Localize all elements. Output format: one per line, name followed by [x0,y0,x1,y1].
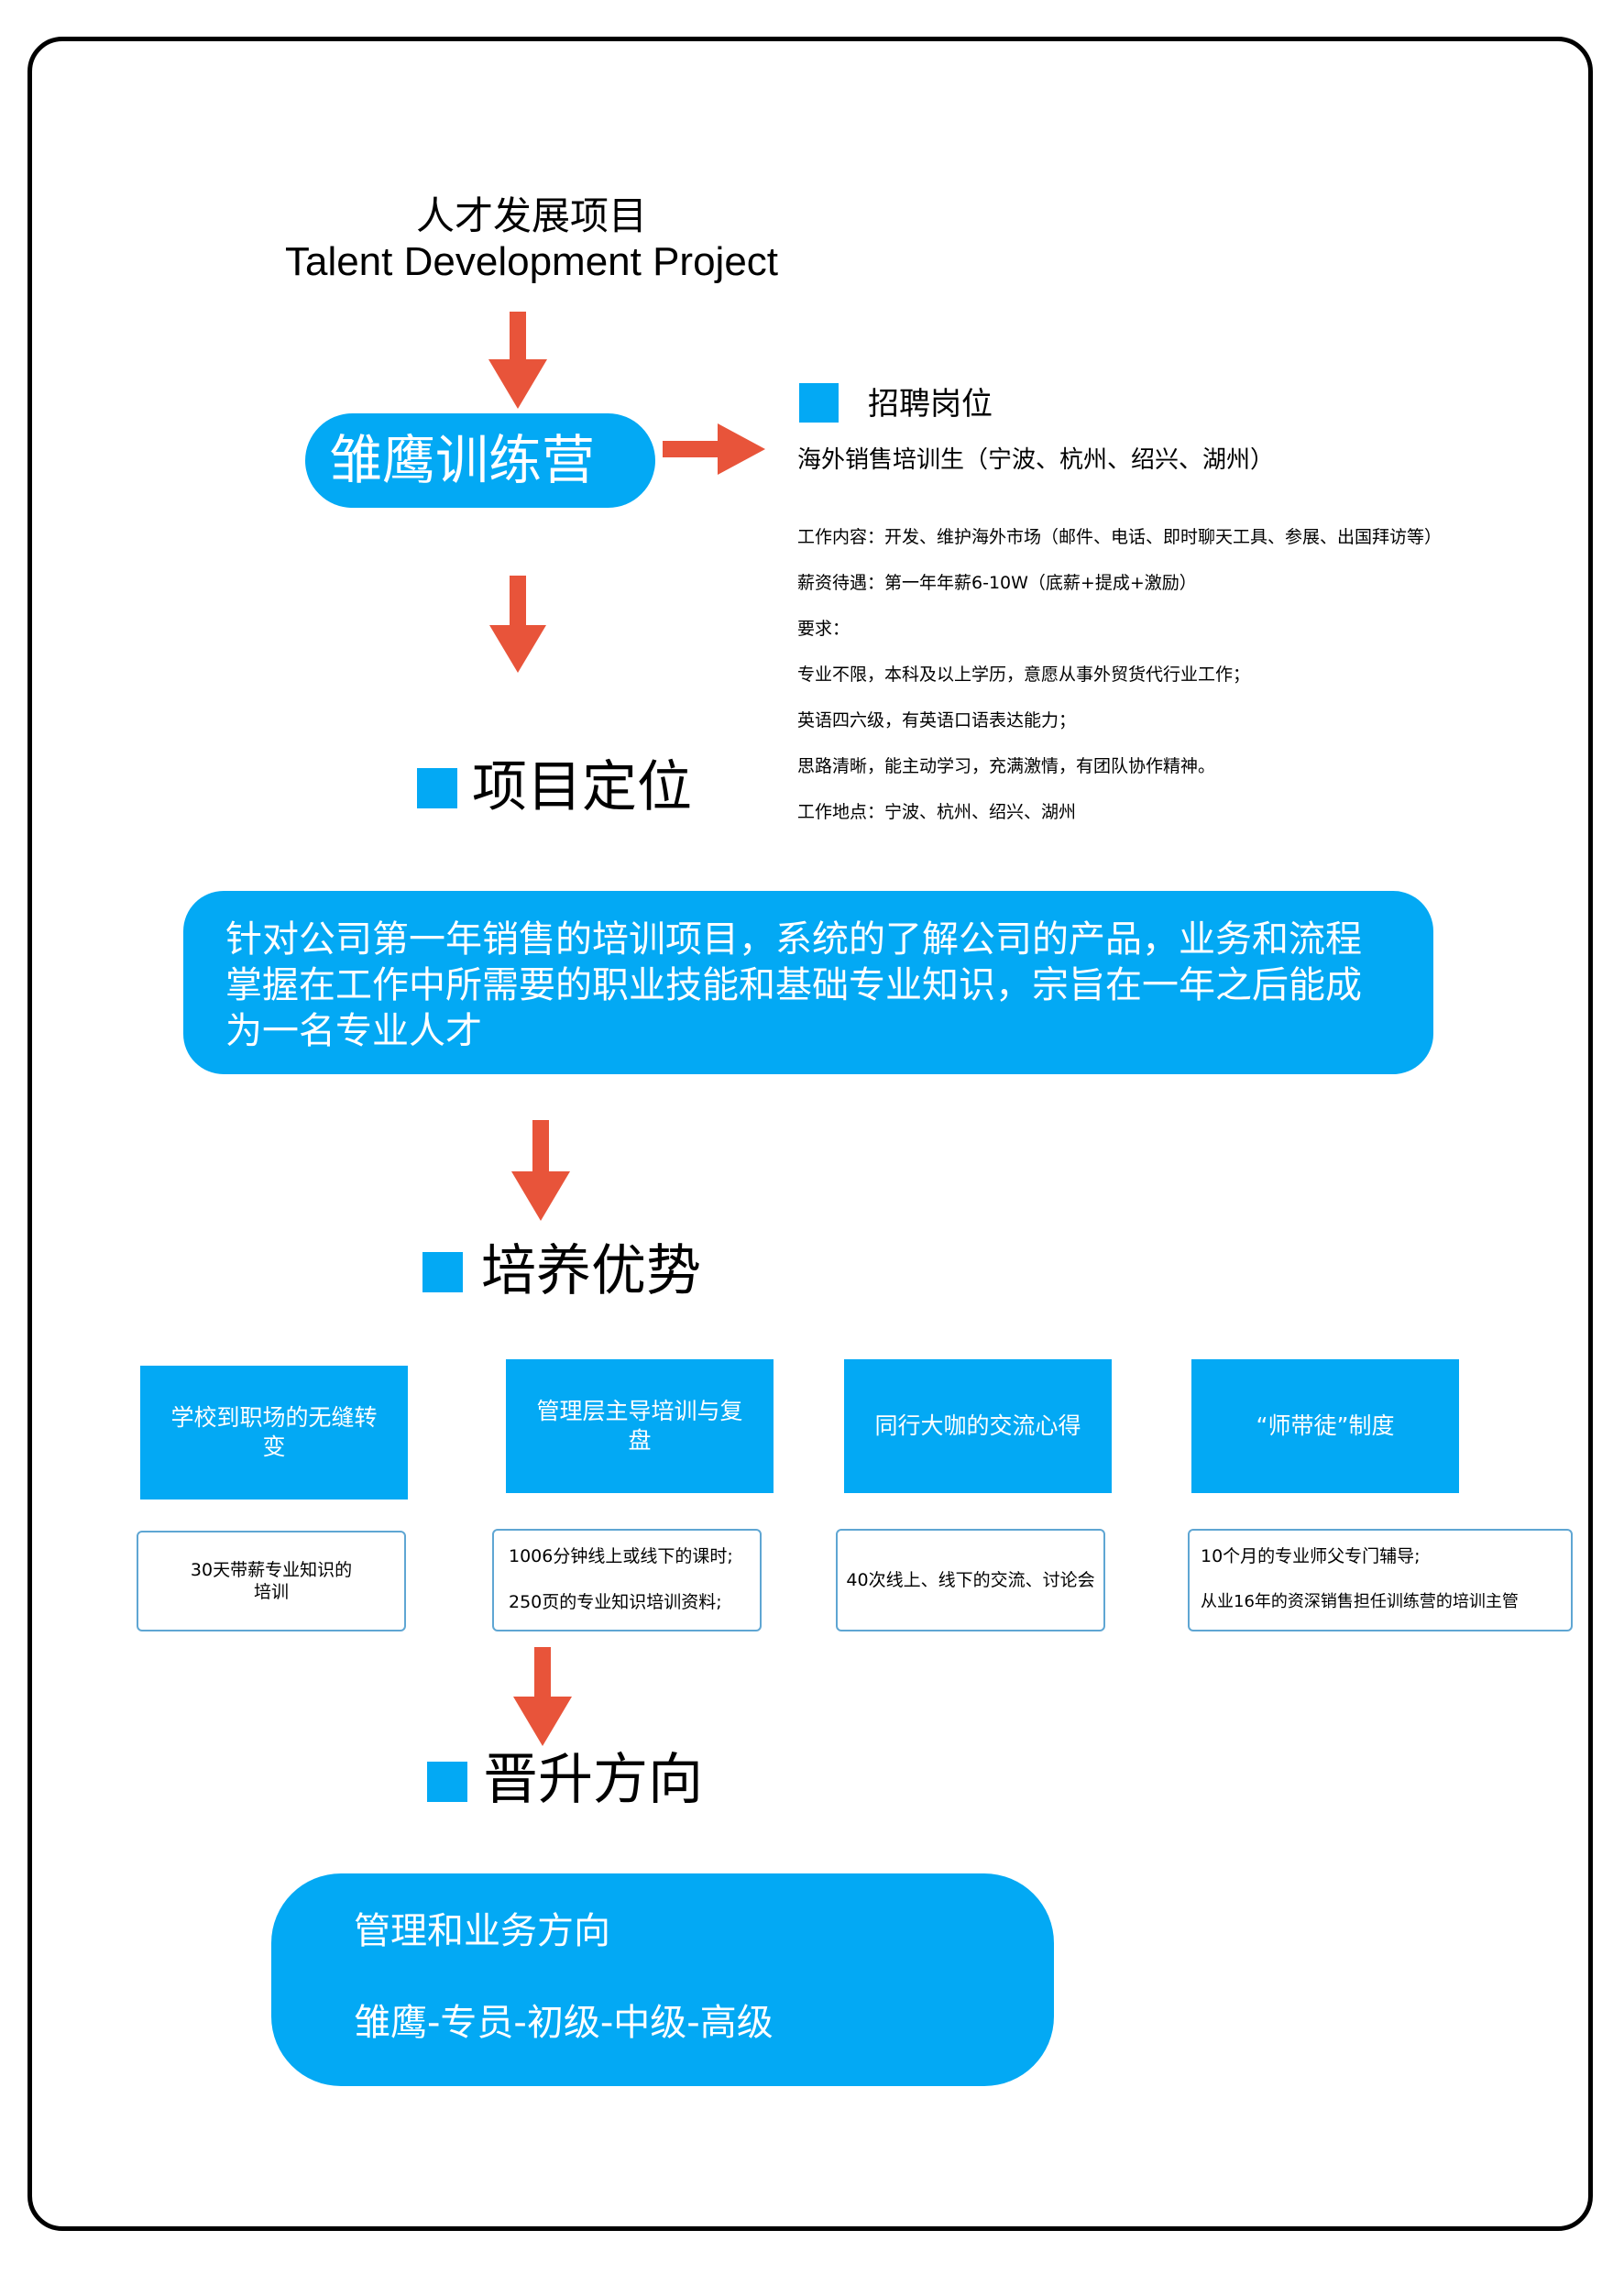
advantage-detail-4-1: 10个月的专业师父专门辅导; [1201,1546,1421,1566]
advantage-detail-box-1: 30天带薪专业知识的培训 [137,1531,406,1631]
recruit-detail-1: 工作内容：开发、维护海外市场（邮件、电话、即时聊天工具、参展、出国拜访等） [797,527,1443,547]
recruit-square-icon [799,383,839,423]
camp-label: 雏鹰训练营 [329,429,596,491]
advantage-detail-box-4: 10个月的专业师父专门辅导; 从业16年的资深销售担任训练营的培训主管 [1188,1529,1573,1631]
title-chinese: 人才发展项目 [415,193,647,238]
advantage-title-2: 管理层主导培训与复盘 [536,1398,743,1454]
advantage-detail-4-2: 从业16年的资深销售担任训练营的培训主管 [1201,1592,1519,1611]
promotion-square-icon [427,1762,467,1802]
advantage-detail-1-1: 30天带薪专业知识的培训 [190,1560,353,1602]
advantage-title-1: 学校到职场的无缝转变 [170,1404,378,1460]
arrow-down-icon [511,1120,570,1221]
advantage-title-3: 同行大咖的交流心得 [874,1412,1081,1439]
recruit-detail-7: 工作地点：宁波、杭州、绍兴、湖州 [797,802,1077,822]
promotion-line-1: 管理和业务方向 [354,1910,610,1952]
advantage-detail-2-2: 250页的专业知识培训资料; [509,1592,722,1612]
advantage-card-3: 同行大咖的交流心得 [844,1359,1112,1493]
positioning-pill: 针对公司第一年销售的培训项目，系统的了解公司的产品，业务和流程 掌握在工作中所需… [183,891,1433,1074]
promotion-pill: 管理和业务方向 雏鹰-专员-初级-中级-高级 [271,1873,1054,2086]
advantage-title-4: “师带徒”制度 [1256,1412,1395,1439]
advantage-detail-3-1: 40次线上、线下的交流、讨论会 [846,1570,1095,1590]
advantage-detail-box-2: 1006分钟线上或线下的课时; 250页的专业知识培训资料; [492,1529,762,1631]
page-frame [27,37,1593,2231]
arrow-right-icon [663,423,765,475]
recruit-position: 海外销售培训生（宁波、杭州、绍兴、湖州） [797,446,1275,474]
recruit-heading: 招聘岗位 [868,386,993,423]
advantages-heading: 培养优势 [481,1239,701,1303]
advantages-square-icon [422,1252,463,1292]
promotion-line-2: 雏鹰-专员-初级-中级-高级 [354,2002,774,2044]
title-english: Talent Development Project [284,239,779,284]
recruit-detail-3: 要求： [797,619,850,639]
advantage-detail-2-1: 1006分钟线上或线下的课时; [509,1546,733,1566]
arrow-down-icon [489,576,546,673]
recruit-detail-2: 薪资待遇：第一年年薪6-10W（底薪+提成+激励） [797,573,1197,593]
recruit-detail-5: 英语四六级，有英语口语表达能力； [797,710,1077,731]
positioning-line-2: 掌握在工作中所需要的职业技能和基础专业知识，宗旨在一年之后能成 [225,964,1362,1006]
recruit-detail-6: 思路清晰，能主动学习，充满激情，有团队协作精神。 [797,756,1216,776]
positioning-square-icon [417,768,457,808]
advantage-card-2: 管理层主导培训与复盘 [506,1359,774,1493]
promotion-heading: 晋升方向 [483,1748,703,1812]
camp-pill: 雏鹰训练营 [305,413,655,508]
positioning-line-1: 针对公司第一年销售的培训项目，系统的了解公司的产品，业务和流程 [225,918,1362,961]
positioning-line-3: 为一名专业人才 [225,1010,482,1052]
advantage-detail-box-3: 40次线上、线下的交流、讨论会 [836,1529,1105,1631]
advantage-card-4: “师带徒”制度 [1191,1359,1459,1493]
arrow-down-icon [513,1647,572,1746]
recruit-detail-4: 专业不限，本科及以上学历，意愿从事外贸货代行业工作； [797,665,1251,685]
advantage-card-1: 学校到职场的无缝转变 [140,1366,408,1500]
arrow-down-icon [488,312,547,409]
positioning-heading: 项目定位 [472,755,692,819]
